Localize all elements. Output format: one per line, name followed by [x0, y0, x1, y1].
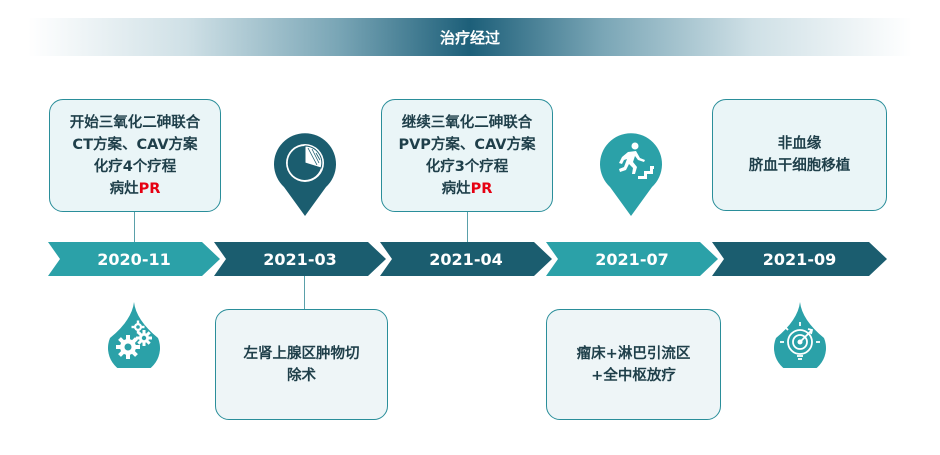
timeline-date: 2021-09	[762, 250, 837, 269]
result-highlight: PR	[138, 180, 161, 197]
page-title: 治疗经过	[439, 29, 500, 47]
timeline-step-1: 2020-11	[48, 242, 220, 276]
timeline-date: 2021-07	[595, 250, 669, 269]
timeline-date: 2021-03	[263, 250, 337, 269]
event-line: 继续三氧化二砷联合	[401, 114, 533, 131]
event-line: CT方案、CAV方案	[72, 136, 198, 153]
timeline-date: 2020-11	[97, 250, 171, 269]
timeline-step-5: 2021-09	[712, 242, 887, 276]
chevron-shape	[48, 242, 220, 276]
chevron-shape	[380, 242, 552, 276]
event-line: 左肾上腺区肿物切	[243, 345, 360, 362]
chevron-shape	[712, 242, 887, 276]
result-label: 病灶	[109, 180, 139, 197]
result-highlight: PR	[470, 180, 493, 197]
header-banner: 治疗经过	[28, 18, 912, 56]
event-line: PVP方案、CAV方案	[398, 136, 536, 153]
event-box-2020-11: 开始三氧化二砷联合 CT方案、CAV方案 化疗4个疗程 病灶PR	[49, 99, 221, 212]
timeline-date: 2021-04	[429, 250, 503, 269]
timeline-step-4: 2021-07	[546, 242, 718, 276]
gears-icon	[100, 300, 168, 374]
timeline-step-2: 2021-03	[214, 242, 386, 276]
event-line: 开始三氧化二砷联合	[69, 114, 201, 131]
event-box-2021-09: 非血缘 脐血干细胞移植	[712, 99, 887, 211]
target-bulb-icon	[766, 300, 834, 374]
event-box-2021-07: 瘤床+淋巴引流区 +全中枢放疗	[546, 309, 721, 420]
connector-line	[304, 276, 305, 309]
event-line: 化疗4个疗程	[93, 158, 177, 175]
result-label: 病灶	[441, 180, 471, 197]
connector-line	[134, 212, 135, 242]
event-result: 病灶PR	[442, 178, 493, 200]
event-line: 化疗3个疗程	[425, 158, 509, 175]
event-result: 病灶PR	[110, 178, 161, 200]
event-line: +全中枢放疗	[591, 367, 676, 384]
event-line: 除术	[287, 367, 316, 384]
event-line: 脐血干细胞移植	[748, 158, 851, 174]
running-stairs-icon	[598, 130, 664, 220]
event-box-2021-04: 继续三氧化二砷联合 PVP方案、CAV方案 化疗3个疗程 病灶PR	[381, 99, 553, 212]
timeline-step-3: 2021-04	[380, 242, 552, 276]
chevron-shape	[546, 242, 718, 276]
connector-line	[467, 212, 468, 242]
pie-chart-icon	[272, 130, 338, 220]
event-line: 瘤床+淋巴引流区	[576, 345, 691, 362]
event-line: 非血缘	[777, 136, 822, 152]
chevron-shape	[214, 242, 386, 276]
event-box-2021-03: 左肾上腺区肿物切 除术	[215, 309, 388, 420]
